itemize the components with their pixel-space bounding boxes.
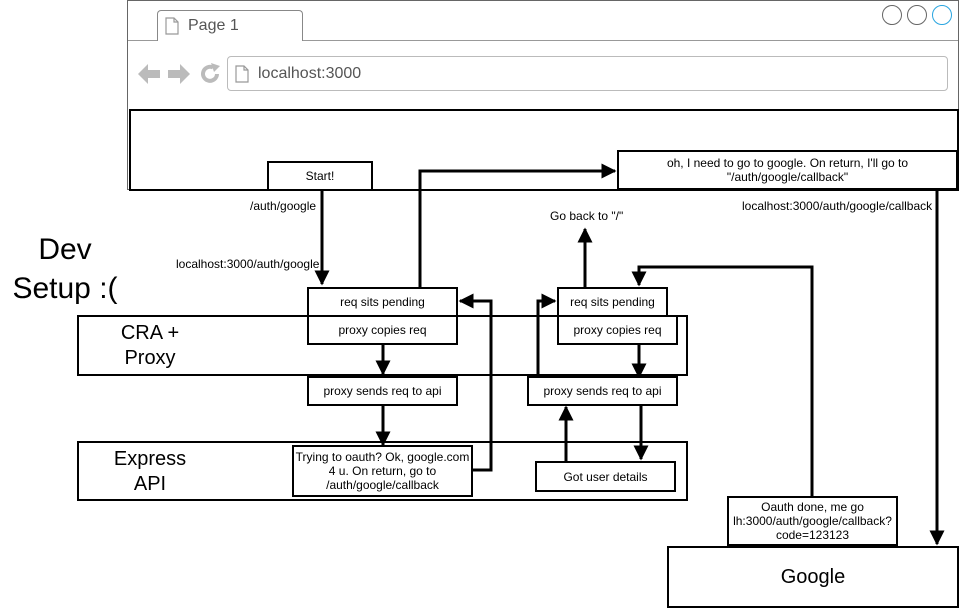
browser-toolbar-divider	[128, 40, 958, 41]
arrow-sends-to-pending-2	[536, 293, 557, 376]
start-box: Start!	[267, 161, 373, 191]
go-back-label: Go back to "/"	[550, 209, 624, 223]
page-icon	[165, 17, 179, 35]
page-content-frame	[129, 109, 959, 191]
req-pending-box-2: req sits pending	[557, 287, 668, 317]
window-close-button[interactable]	[932, 5, 952, 25]
localhost-auth-google-label: localhost:3000/auth/google	[176, 257, 320, 271]
proxy-copies-box-2: proxy copies req	[557, 315, 678, 345]
page-icon	[235, 64, 249, 83]
window-maximize-button[interactable]	[907, 5, 927, 25]
window-minimize-button[interactable]	[882, 5, 902, 25]
oauth-done-box: Oauth done, me go lh:3000/auth/google/ca…	[727, 496, 898, 546]
got-user-box: Got user details	[535, 461, 676, 492]
req-pending-box-1: req sits pending	[307, 287, 458, 317]
oh-google-box: oh, I need to go to google. On return, I…	[617, 150, 958, 190]
arrow-oauth-done-to-pending	[631, 265, 814, 496]
browser-tab[interactable]: Page 1	[157, 10, 303, 41]
google-box: Google	[667, 546, 959, 608]
proxy-sends-box-1: proxy sends req to api	[307, 376, 458, 406]
arrow-express-to-pending	[458, 293, 493, 472]
proxy-copies-box-1: proxy copies req	[307, 315, 458, 345]
reload-icon[interactable]	[198, 62, 222, 86]
forward-arrow-icon[interactable]	[167, 62, 191, 86]
dev-setup-label: Dev Setup :(	[12, 233, 118, 305]
localhost-callback-label: localhost:3000/auth/google/callback	[742, 199, 933, 213]
express-api-label: Express API	[113, 448, 187, 495]
proxy-sends-box-2: proxy sends req to api	[527, 376, 678, 406]
address-text: localhost:3000	[258, 64, 362, 82]
cra-proxy-label: CRA + Proxy	[120, 322, 180, 369]
back-arrow-icon[interactable]	[137, 62, 161, 86]
trying-oauth-box: Trying to oauth? Ok, google.com 4 u. On …	[292, 445, 473, 497]
tab-title: Page 1	[188, 17, 239, 34]
arrow-pending-to-oh-google	[418, 163, 617, 287]
address-bar[interactable]: localhost:3000	[227, 56, 948, 91]
auth-google-label: /auth/google	[250, 199, 317, 213]
